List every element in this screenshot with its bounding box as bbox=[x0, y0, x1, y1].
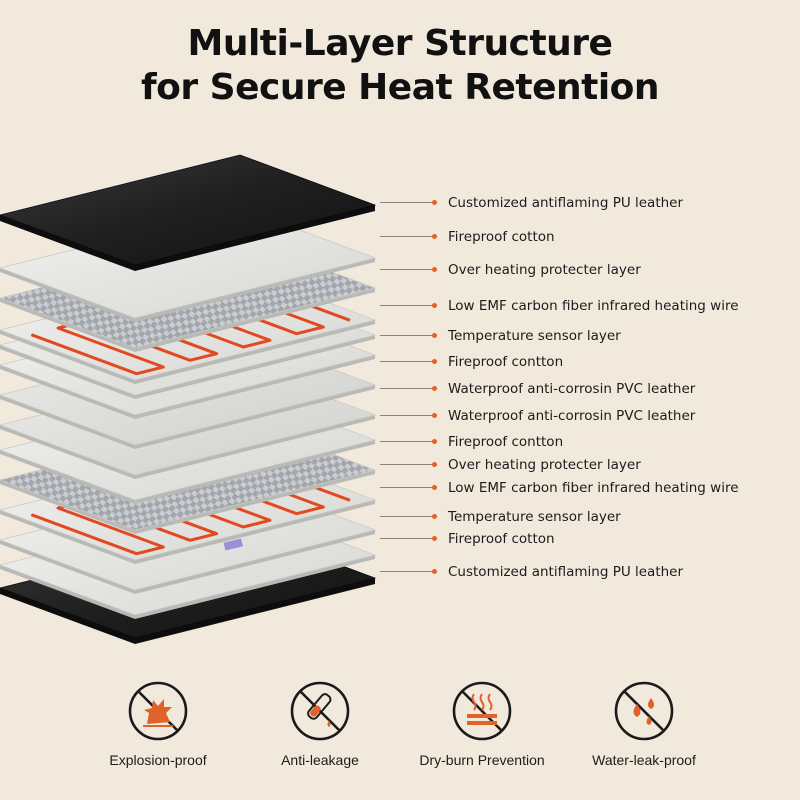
feature-water-leak-proof: Water-leak-proof bbox=[564, 680, 724, 768]
title-line-2: for Secure Heat Retention bbox=[140, 67, 660, 108]
feature-label: Anti-leakage bbox=[281, 752, 359, 768]
layer-leather bbox=[0, 154, 377, 271]
feature-row: Explosion-proof Anti-leakage Dry-burn Pr… bbox=[0, 680, 800, 790]
explosion-proof-icon bbox=[128, 681, 188, 741]
sensor-chip bbox=[223, 538, 243, 551]
dry-burn-prevention-icon bbox=[452, 681, 512, 741]
page-title: Multi-Layer Structure for Secure Heat Re… bbox=[0, 22, 800, 110]
feature-label: Dry-burn Prevention bbox=[419, 752, 545, 768]
feature-explosion-proof: Explosion-proof bbox=[78, 680, 238, 768]
layers-group bbox=[0, 154, 377, 644]
water-leak-proof-icon bbox=[614, 681, 674, 741]
feature-label: Explosion-proof bbox=[109, 752, 207, 768]
title-line-1: Multi-Layer Structure bbox=[187, 23, 613, 64]
feature-label: Water-leak-proof bbox=[592, 752, 696, 768]
layer-stack-diagram bbox=[0, 154, 377, 644]
feature-anti-leakage: Anti-leakage bbox=[240, 680, 400, 768]
feature-dry-burn-prevention: Dry-burn Prevention bbox=[402, 680, 562, 768]
anti-leakage-icon bbox=[290, 681, 350, 741]
